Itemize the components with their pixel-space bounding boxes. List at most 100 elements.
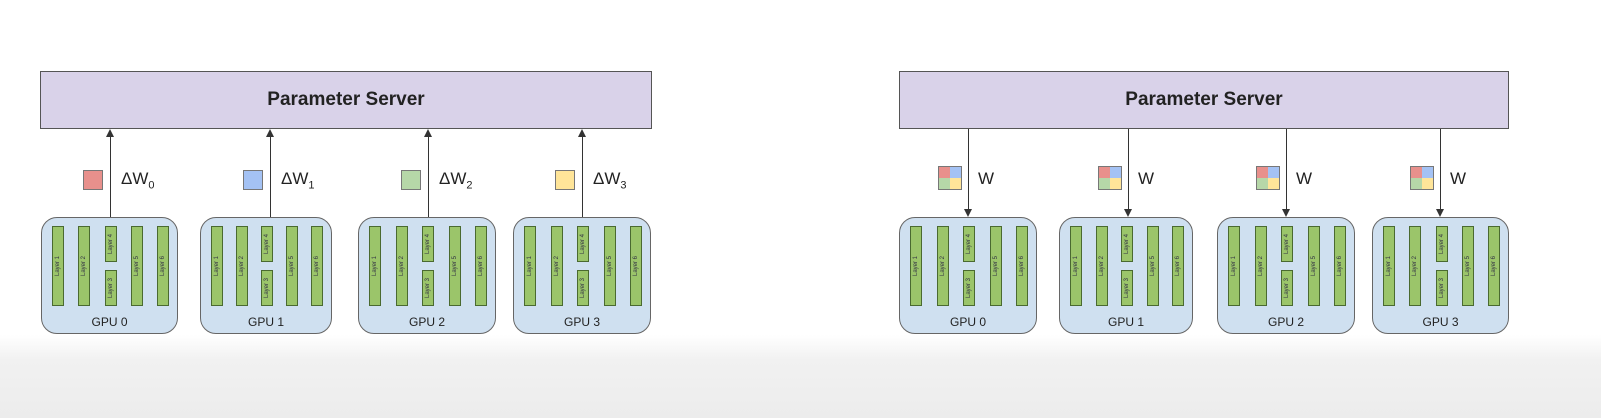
gpu-3: GPU 3 Layer 1 Layer 2 Layer 4 Layer 3 Layer 5… xyxy=(513,217,651,334)
layer-block: Layer 3 xyxy=(261,270,273,306)
weight-cell xyxy=(1110,178,1121,189)
gradient-label: ΔW2 xyxy=(439,169,473,192)
weight-cell xyxy=(1099,178,1110,189)
layer-label: Layer 3 xyxy=(1438,277,1445,299)
arrow-line xyxy=(270,137,271,217)
layer-label: Layer 2 xyxy=(553,255,560,277)
gpu-label: GPU 1 xyxy=(247,315,284,329)
layer-label: Layer 5 xyxy=(1149,255,1156,277)
layer-label: Layer 6 xyxy=(478,255,485,277)
layer-label: Layer 2 xyxy=(239,255,246,277)
arrow-down-icon xyxy=(1124,209,1132,217)
layer-label: Layer 5 xyxy=(289,255,296,277)
layer-label: Layer 3 xyxy=(1124,277,1131,299)
weight-cell xyxy=(1110,167,1121,178)
weights-grid xyxy=(938,166,962,190)
arrow-line xyxy=(968,129,969,209)
layer-block: Layer 4 xyxy=(1121,226,1133,262)
layer-label: Layer 4 xyxy=(425,233,432,255)
layer-label: Layer 4 xyxy=(264,233,271,255)
layer-label: Layer 6 xyxy=(1337,255,1344,277)
weight-cell xyxy=(1268,178,1279,189)
layer-label: Layer 5 xyxy=(451,255,458,277)
parameter-server: Parameter Server xyxy=(899,71,1509,129)
layer-label: Layer 4 xyxy=(1438,233,1445,255)
layer-label: Layer 2 xyxy=(398,255,405,277)
layer-block: Layer 6 xyxy=(1172,226,1184,306)
layer-label: Layer 6 xyxy=(633,255,640,277)
gradient-square xyxy=(401,170,421,190)
layer-block: Layer 1 xyxy=(52,226,64,306)
layer-label: Layer 5 xyxy=(1310,255,1317,277)
gpu-label: GPU 3 xyxy=(1422,315,1459,329)
arrow-line xyxy=(110,137,111,217)
layer-block: Layer 5 xyxy=(1307,226,1320,306)
layer-block: Layer 1 xyxy=(910,226,922,306)
weights-grid xyxy=(1410,166,1434,190)
layer-block: Layer 5 xyxy=(603,226,616,306)
layer-label: Layer 3 xyxy=(966,277,973,299)
layer-label: Layer 3 xyxy=(580,277,587,299)
layer-label: Layer 5 xyxy=(992,255,999,277)
layer-label: Layer 3 xyxy=(264,277,271,299)
layer-block: Layer 4 xyxy=(422,226,434,262)
weights-label: W xyxy=(1138,169,1155,188)
layer-block: Layer 2 xyxy=(1095,226,1108,306)
layer-block: Layer 6 xyxy=(475,226,487,306)
layer-label: Layer 3 xyxy=(425,277,432,299)
weight-cell xyxy=(1422,167,1433,178)
weight-cell xyxy=(939,167,950,178)
layer-block: Layer 1 xyxy=(524,226,536,306)
weight-cell xyxy=(1099,167,1110,178)
weight-cell xyxy=(1411,178,1422,189)
gpu-label: GPU 0 xyxy=(949,315,986,329)
gradient-label: ΔW0 xyxy=(121,169,155,192)
layer-label: Layer 6 xyxy=(314,255,321,277)
arrow-line xyxy=(1440,129,1441,209)
layer-label: Layer 2 xyxy=(81,255,88,277)
layer-block: Layer 3 xyxy=(422,270,434,306)
layer-block: Layer 3 xyxy=(1281,270,1293,306)
layer-block: Layer 4 xyxy=(577,226,589,262)
layer-block: Layer 2 xyxy=(1254,226,1267,306)
gpu-3: GPU 3 Layer 1 Layer 2 Layer 4 Layer 3 Layer 5… xyxy=(1372,217,1509,334)
arrow-line xyxy=(428,137,429,217)
layer-label: Layer 3 xyxy=(107,277,114,299)
arrow-up-icon xyxy=(424,129,432,137)
arrow-down-icon xyxy=(964,209,972,217)
layer-block: Layer 4 xyxy=(104,226,117,262)
layer-label: Layer 6 xyxy=(1491,255,1498,277)
layer-label: Layer 2 xyxy=(1098,255,1105,277)
layer-block: Layer 5 xyxy=(286,226,298,306)
weights-grid xyxy=(1098,166,1122,190)
layer-label: Layer 1 xyxy=(1073,255,1080,277)
weight-cell xyxy=(1411,167,1422,178)
layer-block: Layer 5 xyxy=(1461,226,1474,306)
weight-cell xyxy=(950,178,961,189)
parameter-server: Parameter Server xyxy=(40,71,652,129)
layer-block: Layer 4 xyxy=(1435,226,1448,262)
layer-block: Layer 3 xyxy=(963,270,975,306)
layer-block: Layer 5 xyxy=(448,226,461,306)
layer-label: Layer 4 xyxy=(966,233,973,255)
layer-block: Layer 1 xyxy=(1383,226,1395,306)
layer-label: Layer 6 xyxy=(1019,255,1026,277)
gpu-label: GPU 3 xyxy=(563,315,600,329)
weight-cell xyxy=(1422,178,1433,189)
layer-block: Layer 4 xyxy=(261,226,273,262)
layer-block: Layer 2 xyxy=(1409,226,1422,306)
gradient-square xyxy=(243,170,263,190)
arrow-down-icon xyxy=(1436,209,1444,217)
layer-block: Layer 5 xyxy=(1146,226,1159,306)
arrow-line xyxy=(1128,129,1129,209)
gpu-label: GPU 0 xyxy=(91,315,128,329)
gpu-label: GPU 2 xyxy=(1267,315,1304,329)
layer-block: Layer 5 xyxy=(989,226,1002,306)
layer-label: Layer 4 xyxy=(107,233,114,255)
layer-block: Layer 3 xyxy=(104,270,117,306)
